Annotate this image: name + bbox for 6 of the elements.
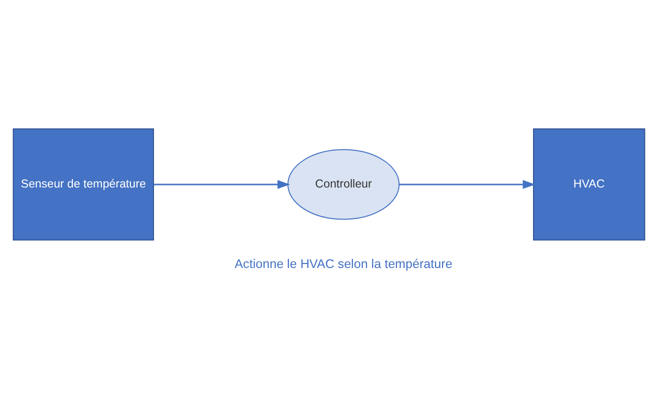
arrow — [399, 180, 536, 188]
arrow — [154, 180, 290, 188]
node-box: Senseur de température — [12, 128, 154, 240]
node-ellipse: Controlleur — [287, 148, 400, 220]
node-label: Actionne le HVAC selon la température — [234, 256, 452, 271]
node-box: HVAC — [533, 128, 646, 240]
